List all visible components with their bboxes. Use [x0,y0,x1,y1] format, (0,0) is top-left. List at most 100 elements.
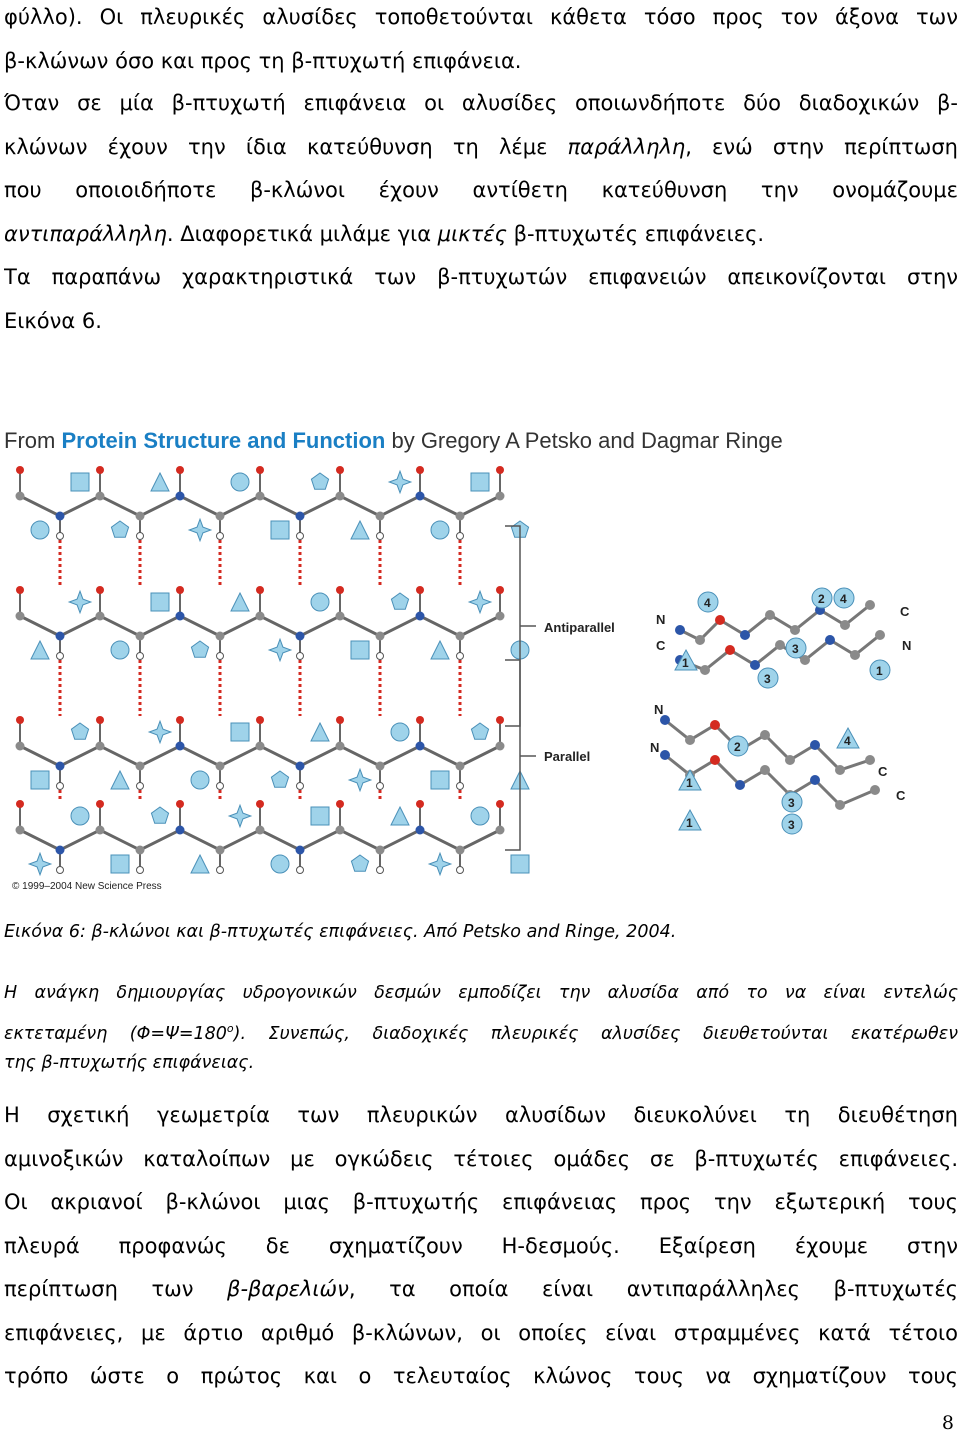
residue-number: 3 [792,642,799,656]
text-line: Η σχετική γεωμετρία των πλευρικών αλυσίδ… [4,1103,958,1127]
side-chain-star [427,851,453,877]
side-chain-star [267,637,293,663]
beta-sheet-diagram [15,466,530,877]
backbone-atom-3d [790,625,800,635]
hydrogen-atom [296,782,304,790]
antiparallel-bracket [505,525,521,727]
backbone-atom [215,761,225,771]
text-line: της β-πτυχωτής επιφάνειας. [4,1053,255,1073]
side-chain-circle [110,640,130,660]
side-chain-star [467,589,493,615]
hydrogen-atom [136,652,144,660]
oxygen-atom [96,586,104,594]
hydrogen-atom [456,866,464,874]
backbone-atom [55,845,65,855]
backbone-atom [175,741,185,751]
side-chain-star [147,719,173,745]
backbone-atom-3d [660,715,670,725]
oxygen-atom [16,586,24,594]
text-line: που οποιοιδήποτε β-κλώνοι έχουν αντίθετη… [4,178,958,202]
side-chain-circle [270,854,290,874]
oxygen-atom [336,800,344,808]
hydrogen-atom [456,652,464,660]
backbone-atom [55,761,65,771]
backbone-atom [175,825,185,835]
backbone-atom-3d [685,735,695,745]
backbone-atom [215,845,225,855]
backbone-atom-3d [760,765,770,775]
hydrogen-atom [376,652,384,660]
backbone-atom [55,631,65,641]
side-chain-square [270,520,290,540]
hydrogen-atom [56,652,64,660]
side-chain-circle [310,592,330,612]
antiparallel-label: Antiparallel [544,620,615,635]
side-chain-square [30,770,50,790]
side-chain-square [470,472,490,492]
oxygen-atom [336,716,344,724]
backbone-atom [95,825,105,835]
backbone-atom [135,845,145,855]
side-chain-circle [811,587,833,609]
backbone-atom [335,825,345,835]
parallel-label: Parallel [544,749,590,764]
c-terminus-label: C [900,604,910,619]
text-line: Οι ακριανοί β-κλώνοι μιας β-πτυχωτής επι… [4,1190,958,1214]
residue-number: 4 [704,596,711,610]
side-chain-pentagon [270,770,290,788]
backbone-atom [455,511,465,521]
backbone-atom-3d [715,615,725,625]
oxygen-atom [496,716,504,724]
residue-number: 1 [876,664,883,678]
residue-number: 1 [686,816,693,830]
italic-term: μικτές [437,221,507,246]
backbone-atom-3d [760,730,770,740]
n-terminus-label: N [654,702,663,717]
hydrogen-atom [56,532,64,540]
text-line: πλευρά προφανώς δε σχηματίζουν Η-δεσμούς… [4,1233,958,1258]
hydrogen-atom [376,866,384,874]
text-line: Εικόνα 6. [4,308,102,333]
backbone-atom-3d [735,780,745,790]
figure-source-title: From Protein Structure and Function by G… [4,428,783,453]
side-chain-circle [470,806,490,826]
oxygen-atom [16,716,24,724]
side-chain-square [430,770,450,790]
side-chain-star [347,767,373,793]
hydrogen-atom [136,782,144,790]
side-chain-triangle [678,808,702,831]
italic-term: β-βαρελιών [227,1277,349,1301]
side-chain-star [227,803,253,829]
side-chain-pentagon [190,640,210,658]
oxygen-atom [336,466,344,474]
side-chain-star [187,517,213,543]
oxygen-atom [16,800,24,808]
backbone-atom [135,761,145,771]
text-line: Τα παραπάνω χαρακτηριστικά των β-πτυχωτώ… [4,265,958,289]
oxygen-atom [496,800,504,808]
c-terminus-label: C [878,764,888,779]
paragraph-side-chains: Η σχετική γεωμετρία των πλευρικών αλυσίδ… [4,1094,958,1399]
side-chain-circle [757,667,779,689]
residue-number: 1 [682,656,689,670]
oxygen-atom [96,716,104,724]
backbone-atom [495,825,505,835]
text-line: αντιπαράλληλη. Διαφορετικά μιλάμε για μι… [4,221,765,246]
residue-number: 4 [844,734,851,748]
backbone-atom [15,825,25,835]
backbone-atom-3d [810,775,820,785]
figure-copyright: © 1999–2004 New Science Press [12,881,162,892]
backbone-atom [495,741,505,751]
residue-number: 1 [686,776,693,790]
side-chain-square [150,592,170,612]
side-chain-circle [390,722,410,742]
hydrogen-atom [216,866,224,874]
side-chain-circle [869,659,891,681]
side-chain-circle [70,806,90,826]
backbone-atom [95,491,105,501]
backbone-atom [375,845,385,855]
backbone-atom [295,511,305,521]
side-chain-triangle [110,769,130,790]
side-chain-triangle [836,726,860,749]
